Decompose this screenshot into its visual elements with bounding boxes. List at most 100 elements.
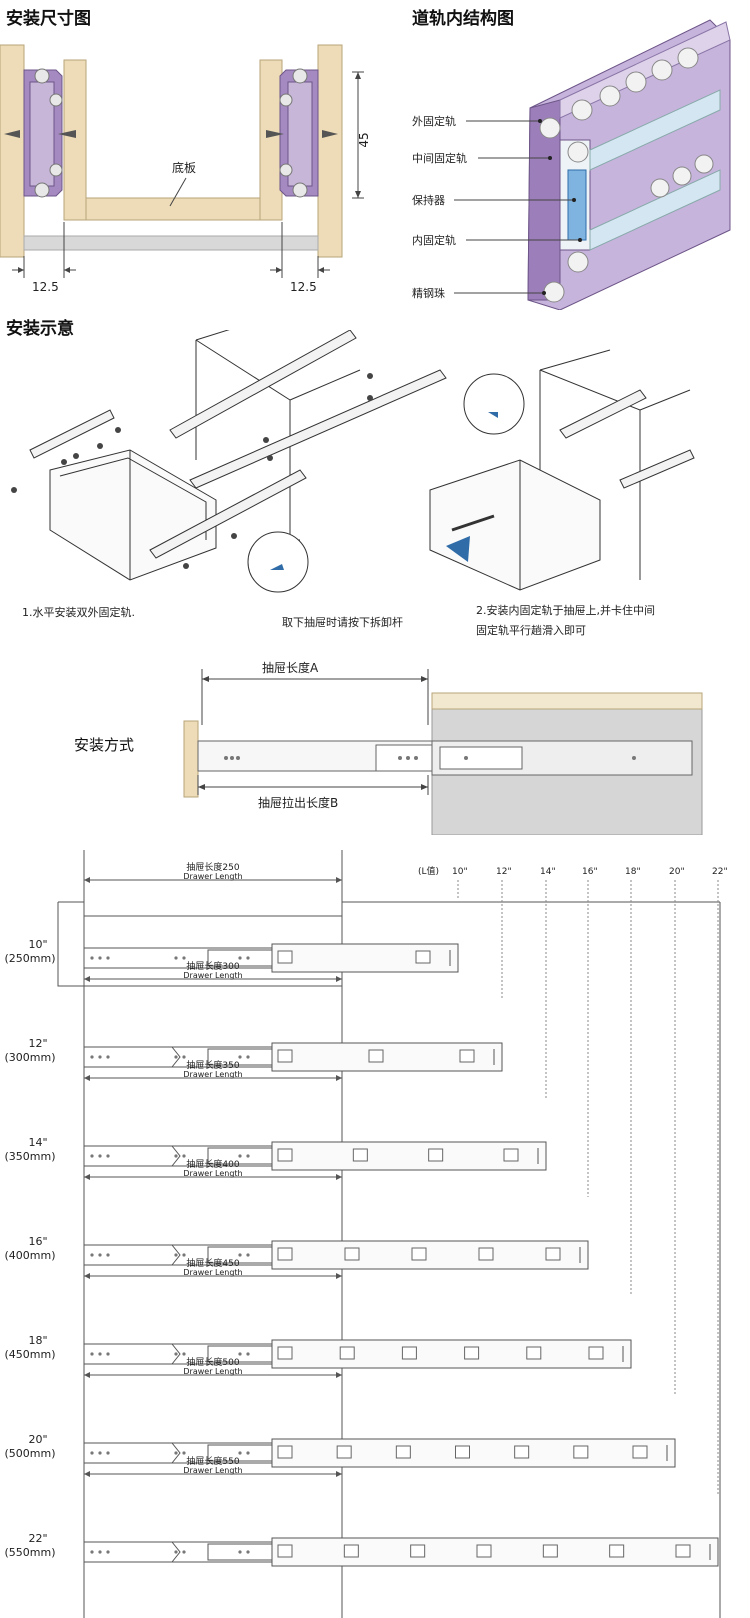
- mount-slot: [344, 1247, 360, 1261]
- size-mm-label: (550mm): [4, 1546, 55, 1559]
- install-dimension-title: 安装尺寸图: [6, 9, 91, 29]
- size-inch-label: 18": [28, 1334, 47, 1347]
- rail-structure-diagram: 外固定轨 中间固定轨 保持器 内固定轨 精钢珠: [412, 19, 731, 310]
- mount-slot: [588, 1346, 604, 1360]
- l-value-label: (L值): [418, 865, 439, 877]
- size-mm-label: (350mm): [4, 1150, 55, 1163]
- rail-hole: [98, 1352, 102, 1356]
- l-tick-label: 16": [582, 867, 598, 877]
- rail-hole: [238, 1154, 242, 1158]
- drawer-length-en-label: Drawer Length: [183, 1268, 242, 1277]
- size-mm-label: (450mm): [4, 1348, 55, 1361]
- mount-slot: [514, 1445, 530, 1459]
- rail-hole: [106, 1451, 110, 1455]
- rail-hole: [182, 956, 186, 960]
- outer-rail: [271, 1537, 719, 1567]
- rail-hole: [174, 1154, 178, 1158]
- rail-hole: [238, 1550, 242, 1554]
- rail-hole: [174, 1055, 178, 1059]
- rail-hole: [106, 1055, 110, 1059]
- mount-slot: [459, 1049, 475, 1063]
- size-mm-label: (300mm): [4, 1051, 55, 1064]
- step1-caption: 1.水平安装双外固定轨.: [22, 605, 135, 619]
- mount-slot: [410, 1544, 426, 1558]
- rail-hole: [98, 1550, 102, 1554]
- drawer-length-cn-label: 抽屉长度350: [186, 1059, 239, 1071]
- size-inch-label: 20": [28, 1433, 47, 1446]
- rail-hole: [182, 1154, 186, 1158]
- l-tick-label: 12": [496, 867, 512, 877]
- rail-hole: [174, 1352, 178, 1356]
- size-inch-label: 14": [28, 1136, 47, 1149]
- size-inch-label: 12": [28, 1037, 47, 1050]
- rail-hole: [182, 1352, 186, 1356]
- mount-slot: [455, 1445, 470, 1459]
- drawer-length-cn-label: 抽屉长度300: [186, 960, 239, 972]
- rail-hole: [98, 956, 102, 960]
- rail-hole: [174, 1550, 178, 1554]
- drawer-length-en-label: Drawer Length: [183, 971, 242, 980]
- middle-rail-label: 中间固定轨: [412, 151, 467, 165]
- rail-hole: [90, 1253, 94, 1257]
- rail-hole: [246, 1253, 250, 1257]
- drawer-length-en-label: Drawer Length: [183, 1070, 242, 1079]
- inner-rail-label: 内固定轨: [412, 233, 456, 247]
- drawer-length-en-label: Drawer Length: [183, 872, 242, 881]
- rail-hole: [90, 1352, 94, 1356]
- install-method-title: 安装方式: [74, 736, 135, 754]
- rail-hole: [106, 1154, 110, 1158]
- size-inch-label: 10": [28, 938, 47, 951]
- mount-slot: [675, 1544, 691, 1558]
- mount-slot: [464, 1346, 480, 1360]
- l-tick-label: 18": [625, 867, 641, 877]
- rail-hole: [246, 1352, 250, 1356]
- l-tick-label: 20": [669, 867, 685, 877]
- rail-hole: [246, 1451, 250, 1455]
- mount-slot: [476, 1544, 492, 1558]
- mount-slot: [395, 1445, 411, 1459]
- install-dimension-diagram: 底板 45 12.5 12.5: [0, 44, 371, 294]
- mount-slot: [428, 1148, 444, 1162]
- break-mark: [171, 1541, 181, 1563]
- rail-hole: [238, 1451, 242, 1455]
- drawer-length-cn-label: 抽屉长度500: [186, 1356, 239, 1368]
- size-mm-label: (250mm): [4, 952, 55, 965]
- rail-hole: [174, 956, 178, 960]
- rail-hole: [182, 1550, 186, 1554]
- rail-hole: [174, 1253, 178, 1257]
- rail-hole: [90, 1451, 94, 1455]
- drawer-length-cn-label: 抽屉长度250: [186, 861, 239, 873]
- drawer-length-cn-label: 抽屉长度550: [186, 1455, 239, 1467]
- mount-slot: [277, 1247, 293, 1261]
- rail-hole: [246, 1154, 250, 1158]
- mount-slot: [277, 1445, 293, 1459]
- l-tick-label: 14": [540, 867, 556, 877]
- mount-slot: [336, 1445, 352, 1459]
- rail-hole: [174, 1451, 178, 1455]
- rail-hole: [90, 956, 94, 960]
- size-mm-label: (400mm): [4, 1249, 55, 1262]
- install-illustration-title: 安装示意: [6, 319, 74, 339]
- drawer-length-cn-label: 抽屉长度400: [186, 1158, 239, 1170]
- rail-hole: [98, 1451, 102, 1455]
- rail-hole: [238, 1253, 242, 1257]
- rail-hole: [106, 1253, 110, 1257]
- rail-hole: [246, 956, 250, 960]
- outer-rail: [271, 1141, 547, 1171]
- size-inch-label: 22": [28, 1532, 47, 1545]
- mount-slot: [277, 1049, 293, 1063]
- drawer-length-en-label: Drawer Length: [183, 1466, 242, 1475]
- rail-hole: [238, 956, 242, 960]
- mount-slot: [352, 1148, 368, 1162]
- rail-hole: [106, 956, 110, 960]
- rail-hole: [238, 1352, 242, 1356]
- rail-hole: [90, 1055, 94, 1059]
- mount-slot: [573, 1445, 589, 1459]
- rail-hole: [98, 1154, 102, 1158]
